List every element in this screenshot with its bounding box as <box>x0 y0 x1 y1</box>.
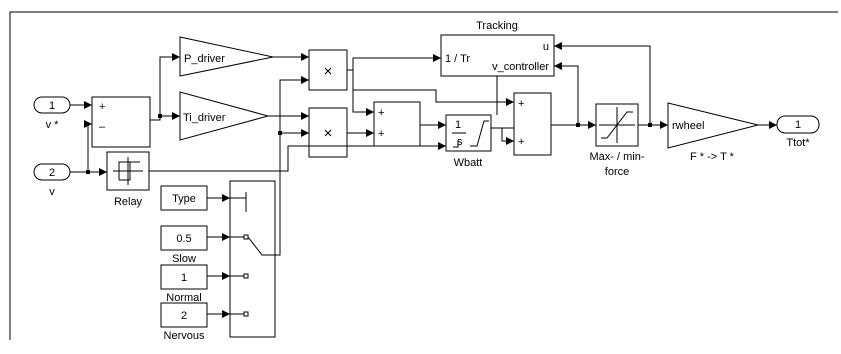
gain-rwheel-label: rwheel <box>672 120 704 132</box>
gain-rwheel-block[interactable]: rwheel F * -> T * <box>667 102 759 163</box>
constant-normal-value: 1 <box>181 272 187 284</box>
signal-lines <box>70 42 777 318</box>
tracking-subsystem[interactable]: Tracking 1 / Tr u v_controller <box>440 20 555 77</box>
gain-rwheel-caption: F * -> T * <box>690 151 735 163</box>
relay-caption: Relay <box>114 196 143 208</box>
outport-number: 1 <box>795 119 801 131</box>
saturation-block[interactable]: Max- / min- force <box>590 103 645 178</box>
sum-mid-plus-top: + <box>378 107 384 119</box>
inport-2-number: 2 <box>49 167 55 179</box>
saturation-icon <box>601 111 633 139</box>
constant-normal-block[interactable]: 1 Normal <box>160 264 208 304</box>
gain-p-driver-label: P_driver <box>184 53 225 65</box>
sum-mid-block[interactable]: + + <box>373 101 421 147</box>
sum-right-plus-bottom: + <box>518 136 524 148</box>
multiport-switch-block[interactable] <box>229 180 276 338</box>
constant-type-block[interactable]: Type <box>160 185 208 211</box>
product-top-block[interactable]: × <box>308 49 348 91</box>
product-top-symbol: × <box>324 63 333 80</box>
relay-icon <box>113 157 143 185</box>
integrator-wbatt-block[interactable]: 1 s Wbatt <box>445 114 492 169</box>
gain-p-driver-block[interactable]: P_driver <box>179 36 274 77</box>
product-bottom-symbol: × <box>324 125 333 142</box>
saturation-caption-1: Max- / min- <box>590 151 645 163</box>
constant-normal-label: Normal <box>166 292 201 304</box>
inport-2-block[interactable]: 2 v <box>33 163 71 198</box>
constant-nervous-block[interactable]: 2 Nervous <box>160 302 208 342</box>
sum-right-plus-top: + <box>518 98 524 110</box>
integrator-numerator: 1 <box>455 119 461 131</box>
sum-error-block[interactable]: + – <box>91 96 151 148</box>
constant-nervous-value: 2 <box>181 310 187 322</box>
sum-error-plus: + <box>99 101 105 113</box>
sum-error-minus: – <box>99 121 106 133</box>
inport-2-label: v <box>49 186 55 198</box>
constant-nervous-label: Nervous <box>164 330 205 342</box>
sum-right-block[interactable]: + + <box>513 92 552 156</box>
inport-1-number: 1 <box>49 100 55 112</box>
tracking-port-v: v_controller <box>492 61 549 73</box>
inport-1-label: v * <box>46 119 60 131</box>
gain-ti-driver-label: Ti_driver <box>183 112 226 124</box>
constant-type-value: Type <box>172 193 196 205</box>
constant-slow-block[interactable]: 0.5 Slow <box>160 225 208 265</box>
tracking-port-in: 1 / Tr <box>445 53 470 65</box>
inport-1-block[interactable]: 1 v * <box>33 96 71 131</box>
saturation-caption-2: force <box>605 166 629 178</box>
switch-lever <box>247 236 275 256</box>
relay-block[interactable]: Relay <box>106 151 150 208</box>
sum-mid-plus-bottom: + <box>378 128 384 140</box>
integrator-limit-icon <box>453 120 489 148</box>
outport-1-block[interactable]: 1 Ttot* <box>776 115 820 149</box>
integrator-denominator: s <box>457 136 463 148</box>
gain-ti-driver-block[interactable]: Ti_driver <box>179 91 270 141</box>
integrator-caption: Wbatt <box>454 157 483 169</box>
tracking-port-u: u <box>543 41 549 53</box>
tracking-title: Tracking <box>476 20 518 32</box>
product-bottom-block[interactable]: × <box>308 107 348 158</box>
outport-label: Ttot* <box>786 137 810 149</box>
constant-slow-label: Slow <box>172 253 196 265</box>
constant-slow-value: 0.5 <box>176 233 191 245</box>
